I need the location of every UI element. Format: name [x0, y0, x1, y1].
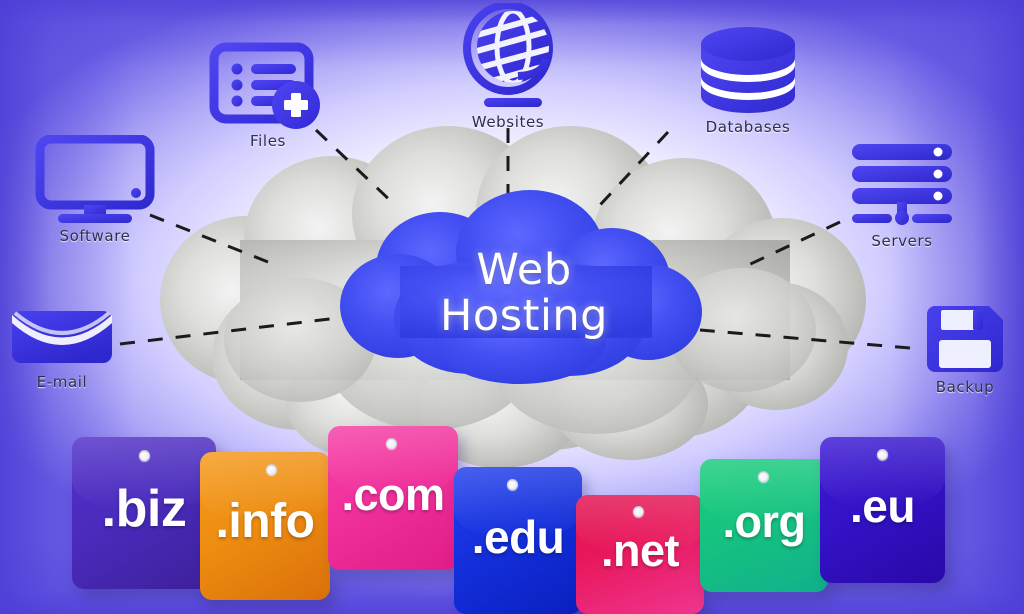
globe-icon [463, 3, 553, 107]
service-node-servers[interactable]: Servers [832, 142, 972, 250]
tag-eyelet [139, 450, 150, 461]
tag-eyelet [507, 479, 518, 490]
domain-tag-net[interactable]: .net [576, 495, 704, 614]
service-node-databases[interactable]: Databases [668, 24, 828, 136]
tag-eyelet [877, 449, 888, 460]
service-label-backup: Backup [935, 378, 995, 396]
service-label-websites: Websites [471, 113, 545, 131]
service-label-files: Files [250, 132, 286, 150]
domain-tag-com[interactable]: .com [328, 426, 458, 570]
service-node-email[interactable]: E-mail [2, 305, 122, 391]
service-label-email: E-mail [36, 373, 88, 391]
floppy-disk-icon [927, 306, 1003, 372]
domain-tag-label: .biz [101, 480, 187, 538]
service-label-databases: Databases [705, 118, 791, 136]
file-list-plus-icon [209, 42, 320, 129]
service-label-servers: Servers [871, 232, 933, 250]
domain-tag-label: .info [215, 495, 315, 548]
tag-eyelet [266, 464, 277, 475]
domain-tag-info[interactable]: .info [200, 452, 330, 600]
tag-eyelet [386, 438, 397, 449]
service-node-software[interactable]: Software [20, 135, 170, 245]
monitor-icon [35, 135, 155, 223]
server-rack-icon [852, 144, 952, 225]
domain-tag-label: .edu [471, 510, 565, 563]
domain-tag-biz[interactable]: .biz [72, 437, 216, 589]
tag-eyelet [633, 506, 644, 517]
database-icon [701, 27, 795, 113]
domain-tag-org[interactable]: .org [700, 459, 828, 592]
service-label-software: Software [59, 227, 131, 245]
service-node-files[interactable]: Files [198, 42, 338, 150]
tag-eyelet [758, 471, 769, 482]
domain-tag-eu[interactable]: .eu [820, 437, 945, 583]
domain-tag-label: .net [600, 525, 680, 576]
domain-tag-edu[interactable]: .edu [454, 467, 582, 614]
service-node-backup[interactable]: Backup [910, 302, 1020, 396]
domain-tag-label: .org [722, 496, 807, 547]
domain-tag-label: .com [341, 468, 445, 520]
domain-tag-label: .eu [850, 480, 915, 532]
service-node-websites[interactable]: Websites [438, 3, 578, 131]
envelope-icon [12, 311, 112, 363]
